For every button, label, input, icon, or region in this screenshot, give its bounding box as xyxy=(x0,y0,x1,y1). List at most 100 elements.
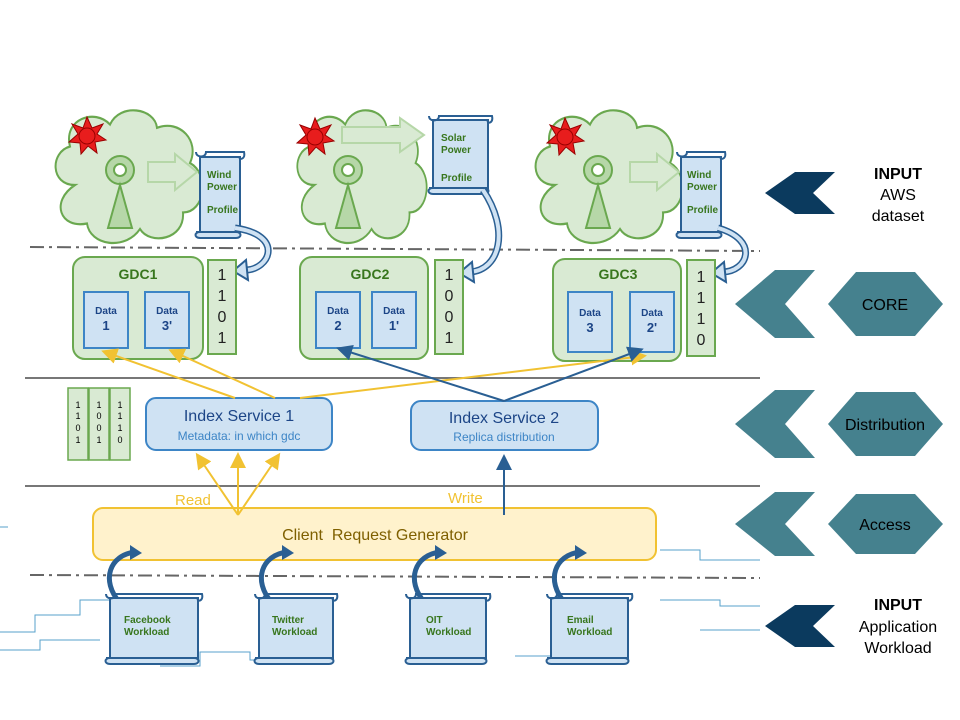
data-label: Data xyxy=(156,306,178,317)
divider-input-core xyxy=(29,246,761,252)
data-id: 3 xyxy=(586,320,593,335)
read-arrows xyxy=(195,452,281,516)
core-arrow-icon xyxy=(735,270,815,338)
input-bottom-title: INPUT xyxy=(874,597,922,614)
bit: 1 xyxy=(117,411,122,421)
data-id: 1' xyxy=(389,318,399,333)
client-request-generator: Client Request Generator xyxy=(92,507,657,561)
data-label: Data xyxy=(327,306,349,317)
read-label: Read xyxy=(175,492,211,509)
data-id: 3' xyxy=(162,318,172,333)
bit: 1 xyxy=(117,400,122,410)
bit: 1 xyxy=(697,269,706,286)
profile-2-line1: Solar xyxy=(441,133,466,144)
workload-line1: Facebook xyxy=(124,615,171,626)
workload-3: OIT Workload xyxy=(404,545,492,665)
profile-2-line3: Profile xyxy=(441,173,473,184)
bit: 1 xyxy=(218,267,227,284)
input-arrow-icon xyxy=(765,605,835,647)
workload-line1: Twitter xyxy=(272,615,304,626)
workload-line2: Workload xyxy=(272,627,317,638)
bit: 0 xyxy=(75,423,80,433)
index-service-subtitle: Metadata: in which gdc xyxy=(178,429,301,443)
core-label-hexagon xyxy=(828,272,943,336)
bit-table: 1 1 0 1 1 0 0 1 1 1 1 0 xyxy=(67,387,131,461)
input-bottom-line2: Workload xyxy=(864,640,931,657)
workload-line1: OIT xyxy=(426,615,443,626)
profile-scroll-2: Solar Power Profile xyxy=(427,115,494,195)
bit: 1 xyxy=(75,400,80,410)
bit: 1 xyxy=(75,411,80,421)
arrow-up-icon xyxy=(282,545,294,560)
bit: 0 xyxy=(445,288,454,305)
input-top-title: INPUT xyxy=(874,166,922,183)
energy-source-2: Solar Power Profile xyxy=(296,109,503,284)
arrow-up-icon xyxy=(575,545,587,560)
access-arrow-icon xyxy=(735,492,815,556)
profile-1-line1: Wind xyxy=(207,170,231,181)
workload-line2: Workload xyxy=(124,627,169,638)
profile-1-line2: Power xyxy=(207,182,237,193)
data-id: 2 xyxy=(334,318,341,333)
bit: 0 xyxy=(445,309,454,326)
arrow-right-icon xyxy=(629,151,681,193)
data-block xyxy=(83,291,129,349)
gdc-title: GDC1 xyxy=(119,266,158,282)
arrow-right-icon xyxy=(147,151,199,193)
profile-3-line3: Profile xyxy=(687,205,719,216)
replica-arrows xyxy=(336,345,644,402)
data-block xyxy=(629,291,675,353)
data-id: 1 xyxy=(102,318,109,333)
gdc-box-3: GDC3 Data 3 Data 2' 1 1 1 0 xyxy=(552,258,716,362)
bit-column xyxy=(686,259,716,357)
workload-line2: Workload xyxy=(567,627,612,638)
data-id: 2' xyxy=(647,320,657,335)
gdc-title: GDC3 xyxy=(599,266,638,282)
metadata-lookup-arrows xyxy=(101,348,647,399)
profile-3-line2: Power xyxy=(687,182,717,193)
write-label: Write xyxy=(448,490,483,507)
wind-turbine-icon xyxy=(105,155,135,229)
bit: 1 xyxy=(445,330,454,347)
profile-2-line2: Power xyxy=(441,145,471,156)
bit: 1 xyxy=(96,435,101,445)
workload-4: Email Workload xyxy=(545,545,634,665)
input-top-line2: dataset xyxy=(872,208,925,225)
data-block xyxy=(371,291,417,349)
bit: 0 xyxy=(117,435,122,445)
input-top-line1: AWS xyxy=(880,187,916,204)
access-label: Access xyxy=(859,517,911,534)
bit: 1 xyxy=(75,435,80,445)
bit: 1 xyxy=(218,288,227,305)
distribution-label-hexagon xyxy=(828,392,943,456)
gdc-title: GDC2 xyxy=(351,266,390,282)
access-label-hexagon xyxy=(828,494,943,554)
bit: 1 xyxy=(218,330,227,347)
workload-1: Facebook Workload xyxy=(104,545,204,665)
arrow-up-icon xyxy=(435,545,447,560)
data-block xyxy=(315,291,361,349)
bit: 1 xyxy=(445,267,454,284)
arrow-right-icon xyxy=(341,116,426,154)
bit: 0 xyxy=(218,309,227,326)
data-label: Data xyxy=(383,306,405,317)
bit: 1 xyxy=(697,290,706,307)
data-label: Data xyxy=(641,308,663,319)
bit: 0 xyxy=(697,332,706,349)
input-bottom-line1: Application xyxy=(859,619,937,636)
data-label: Data xyxy=(95,306,117,317)
profile-scroll-3: Wind Power Profile xyxy=(675,151,727,239)
bit: 1 xyxy=(117,423,122,433)
bit-column xyxy=(434,259,464,355)
distribution-label: Distribution xyxy=(845,417,925,434)
data-block xyxy=(144,291,190,349)
bit: 0 xyxy=(96,411,101,421)
profile-1-line3: Profile xyxy=(207,205,239,216)
energy-source-1: Wind Power Profile xyxy=(54,109,272,282)
divider-access-input xyxy=(29,574,761,579)
gdc-box-1: GDC1 Data 1 Data 3' 1 1 0 1 xyxy=(72,256,237,360)
workload-line2: Workload xyxy=(426,627,471,638)
solar-station-icon xyxy=(333,155,363,229)
wind-turbine-icon xyxy=(583,155,613,229)
